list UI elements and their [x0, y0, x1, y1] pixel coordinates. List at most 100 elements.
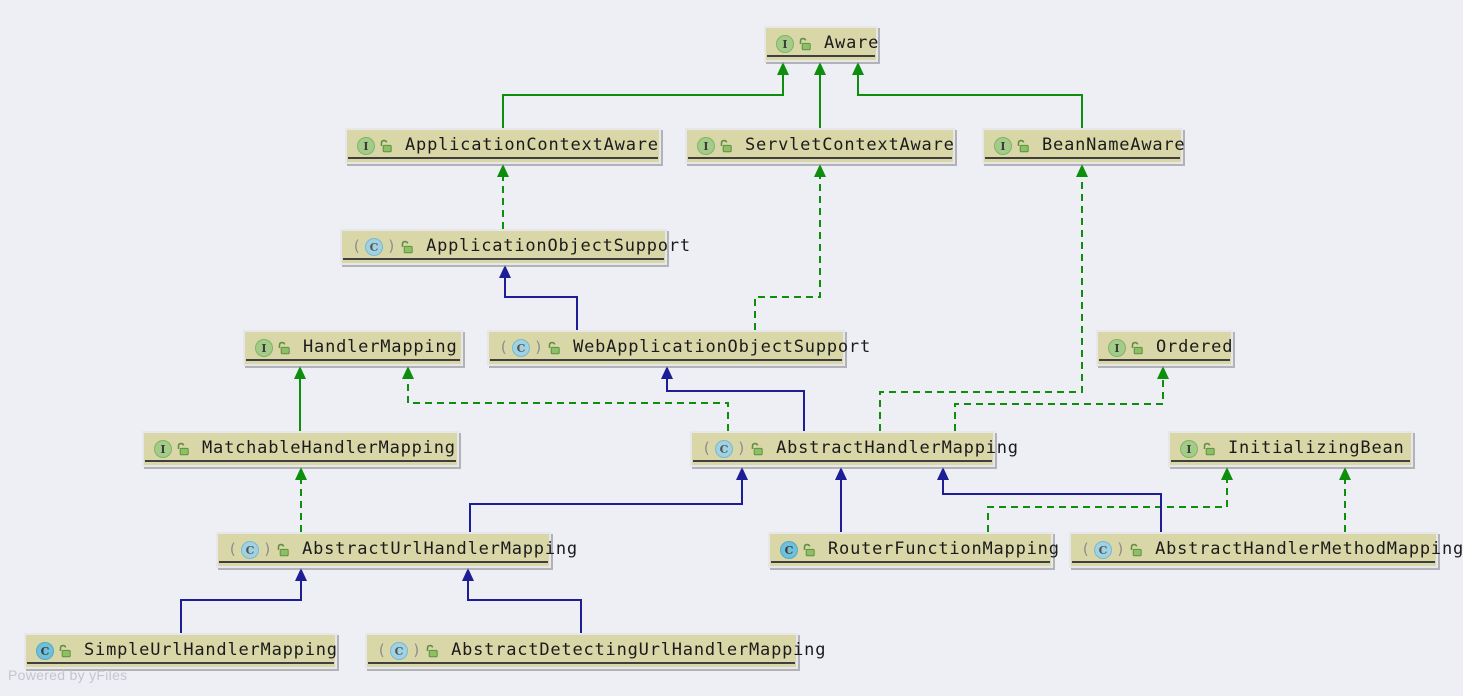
class-name-label: HandlerMapping — [303, 337, 458, 357]
interface-icon: I — [255, 339, 273, 357]
public-lock-icon — [1131, 341, 1143, 355]
edge-application-context-aware-to-aware — [502, 73, 784, 128]
arrowhead-router-function-mapping-to-abstract-handler-mapping — [835, 467, 847, 480]
class-node-web-application-object-support[interactable]: (C) WebApplicationObjectSupport — [487, 330, 870, 366]
arrowhead-bean-name-aware-to-aware — [852, 62, 864, 75]
public-lock-icon — [799, 37, 811, 51]
public-lock-icon — [720, 139, 732, 153]
arrowhead-servlet-context-aware-to-aware — [814, 62, 826, 75]
class-name-label: InitializingBean — [1228, 438, 1405, 458]
class-node-abstract-url-handler-mapping[interactable]: (C) AbstractUrlHandlerMapping — [216, 532, 577, 568]
abstract-class-icon: C — [241, 541, 260, 559]
class-name-label: SimpleUrlHandlerMapping — [84, 640, 338, 660]
arrowhead-abstract-handler-method-mapping-to-initializing-bean — [1339, 467, 1351, 480]
interface-icon: I — [776, 35, 794, 53]
arrowhead-abstract-handler-mapping-to-bean-name-aware — [1076, 164, 1088, 177]
class-node-matchable-handler-mapping[interactable]: I MatchableHandlerMapping — [142, 431, 459, 467]
class-node-initializing-bean[interactable]: I InitializingBean — [1168, 431, 1413, 467]
class-name-label: ServletContextAware — [745, 135, 955, 155]
edge-router-function-mapping-to-initializing-bean — [987, 478, 1228, 532]
class-node-application-object-support[interactable]: (C)ApplicationObjectSupport — [340, 229, 690, 265]
arrowhead-router-function-mapping-to-initializing-bean — [1221, 467, 1233, 480]
arrowhead-abstract-url-handler-mapping-to-matchable-handler-mapping — [295, 467, 307, 480]
node-type-icons: I — [255, 339, 290, 357]
class-name-label: AbstractHandlerMapping — [776, 438, 1019, 458]
arrowhead-abstract-handler-method-mapping-to-abstract-handler-mapping — [937, 467, 949, 480]
edge-abstract-detecting-url-handler-mapping-to-abstract-url-handler-mapping — [467, 579, 582, 633]
public-lock-icon — [1203, 442, 1215, 456]
edge-abstract-url-handler-mapping-to-abstract-handler-mapping — [469, 478, 743, 532]
class-name-label: ApplicationContextAware — [405, 135, 659, 155]
interface-icon: I — [357, 137, 375, 155]
class-name-label: Aware — [824, 33, 880, 53]
edge-abstract-handler-method-mapping-to-abstract-handler-mapping — [942, 478, 1162, 532]
edge-abstract-handler-mapping-to-web-application-object-support — [666, 377, 805, 431]
yfiles-watermark: Powered by yFiles — [8, 667, 128, 683]
class-name-label: WebApplicationObjectSupport — [573, 337, 872, 357]
class-node-abstract-detecting-url-handler-mapping[interactable]: (C)AbstractDetectingUrlHandlerMapping — [365, 633, 825, 669]
edge-abstract-handler-mapping-to-ordered — [954, 377, 1164, 431]
public-lock-icon — [426, 644, 438, 658]
class-node-application-context-aware[interactable]: I ApplicationContextAware — [345, 128, 661, 164]
interface-icon: I — [154, 440, 172, 458]
node-type-icons: (C) — [228, 540, 289, 559]
arrowhead-abstract-detecting-url-handler-mapping-to-abstract-url-handler-mapping — [462, 568, 474, 581]
edge-simple-url-handler-mapping-to-abstract-url-handler-mapping — [180, 579, 302, 633]
interface-icon: I — [1108, 339, 1126, 357]
class-name-label: AbstractDetectingUrlHandlerMapping — [451, 640, 827, 660]
edge-bean-name-aware-to-aware — [857, 73, 1083, 128]
edge-abstract-handler-mapping-to-bean-name-aware — [879, 175, 1083, 431]
interface-icon: I — [994, 137, 1012, 155]
node-type-icons: C — [36, 642, 71, 660]
arrowhead-abstract-url-handler-mapping-to-abstract-handler-mapping — [736, 467, 748, 480]
class-node-abstract-handler-mapping[interactable]: (C) AbstractHandlerMapping — [690, 431, 1018, 467]
public-lock-icon — [380, 139, 392, 153]
arrowhead-web-application-object-support-to-servlet-context-aware — [814, 164, 826, 177]
node-type-icons: (C) — [352, 237, 413, 256]
class-name-label: RouterFunctionMapping — [828, 539, 1060, 559]
class-name-label: AbstractUrlHandlerMapping — [302, 539, 578, 559]
arrowhead-web-application-object-support-to-application-object-support — [499, 265, 511, 278]
public-lock-icon — [401, 240, 413, 254]
interface-icon: I — [697, 137, 715, 155]
class-node-aware[interactable]: I Aware — [764, 26, 878, 62]
abstract-class-icon: C — [1094, 541, 1113, 559]
arrowhead-abstract-handler-mapping-to-web-application-object-support — [661, 366, 673, 379]
class-node-abstract-handler-method-mapping[interactable]: (C)AbstractHandlerMethodMapping — [1069, 532, 1463, 568]
arrowhead-simple-url-handler-mapping-to-abstract-url-handler-mapping — [295, 568, 307, 581]
public-lock-icon — [803, 543, 815, 557]
edge-web-application-object-support-to-servlet-context-aware — [754, 175, 821, 330]
node-type-icons: (C) — [702, 439, 763, 458]
node-type-icons: I — [357, 137, 392, 155]
class-icon: C — [780, 541, 798, 559]
node-type-icons: I — [776, 35, 811, 53]
class-name-label: MatchableHandlerMapping — [202, 438, 456, 458]
class-node-servlet-context-aware[interactable]: I ServletContextAware — [685, 128, 955, 164]
class-name-label: AbstractHandlerMethodMapping — [1155, 539, 1463, 559]
node-type-icons: I — [697, 137, 732, 155]
arrowhead-abstract-handler-mapping-to-handler-mapping — [402, 366, 414, 379]
arrowhead-matchable-handler-mapping-to-handler-mapping — [294, 366, 306, 379]
abstract-class-icon: C — [365, 238, 384, 256]
node-type-icons: (C) — [499, 338, 560, 357]
public-lock-icon — [548, 341, 560, 355]
arrowhead-application-context-aware-to-aware — [777, 62, 789, 75]
public-lock-icon — [751, 442, 763, 456]
class-node-simple-url-handler-mapping[interactable]: C SimpleUrlHandlerMapping — [24, 633, 337, 669]
node-type-icons: I — [1108, 339, 1143, 357]
class-node-router-function-mapping[interactable]: C RouterFunctionMapping — [768, 532, 1059, 568]
node-type-icons: I — [1180, 440, 1215, 458]
public-lock-icon — [277, 543, 289, 557]
arrowhead-application-object-support-to-application-context-aware — [497, 164, 509, 177]
node-type-icons: I — [994, 137, 1029, 155]
public-lock-icon — [1017, 139, 1029, 153]
class-name-label: BeanNameAware — [1042, 135, 1186, 155]
class-node-bean-name-aware[interactable]: I BeanNameAware — [982, 128, 1186, 164]
abstract-class-icon: C — [512, 339, 531, 357]
abstract-class-icon: C — [390, 642, 409, 660]
arrowhead-abstract-handler-mapping-to-ordered — [1157, 366, 1169, 379]
class-node-handler-mapping[interactable]: I HandlerMapping — [243, 330, 463, 366]
